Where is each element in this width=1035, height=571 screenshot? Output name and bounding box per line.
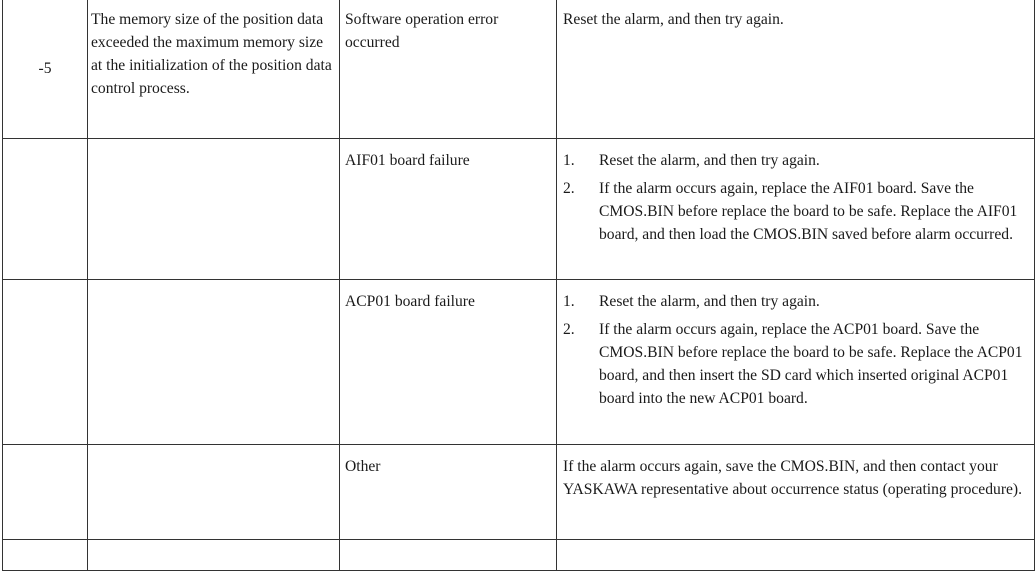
step-number: 2. — [563, 180, 575, 197]
remedy-step: 1. Reset the alarm, and then try again. — [563, 290, 1028, 313]
step-text: If the alarm occurs again, replace the A… — [599, 321, 1023, 407]
alarm-sub-code: -5 — [2, 0, 88, 139]
remedy-cell: If the alarm occurs again, save the CMOS… — [556, 444, 1035, 540]
table-row: Other If the alarm occurs again, save th… — [2, 444, 1035, 540]
alarm-sub-code — [2, 138, 88, 280]
step-text: Reset the alarm, and then try again. — [599, 293, 820, 310]
remedy-cell: 1. Reset the alarm, and then try again. … — [556, 279, 1035, 445]
cause-cell: The memory size of the position data exc… — [87, 0, 340, 139]
alarm-sub-code — [2, 444, 88, 540]
alarm-sub-code — [2, 539, 88, 571]
step-number: 1. — [563, 293, 575, 310]
table-row — [2, 539, 1035, 571]
table-row: -5 The memory size of the position data … — [2, 0, 1035, 139]
table-row: ACP01 board failure 1. Reset the alarm, … — [2, 279, 1035, 445]
remedy-step: 1. Reset the alarm, and then try again. — [563, 149, 1028, 172]
table-row: AIF01 board failure 1. Reset the alarm, … — [2, 138, 1035, 280]
remedy-step: 2. If the alarm occurs again, replace th… — [563, 318, 1028, 410]
step-number: 2. — [563, 321, 575, 338]
cause-cell — [87, 444, 340, 540]
remedy-cell: Reset the alarm, and then try again. — [556, 0, 1035, 139]
step-number: 1. — [563, 152, 575, 169]
failure-type-cell: Software operation error occurred — [339, 0, 557, 139]
failure-type-cell: AIF01 board failure — [339, 138, 557, 280]
failure-type-cell — [339, 539, 557, 571]
failure-type-cell: Other — [339, 444, 557, 540]
remedy-cell — [556, 539, 1035, 571]
cause-cell — [87, 138, 340, 280]
cause-cell — [87, 539, 340, 571]
remedy-cell: 1. Reset the alarm, and then try again. … — [556, 138, 1035, 280]
cause-cell — [87, 279, 340, 445]
alarm-sub-code — [2, 279, 88, 445]
remedy-step: 2. If the alarm occurs again, replace th… — [563, 177, 1028, 246]
step-text: If the alarm occurs again, replace the A… — [599, 180, 1018, 243]
failure-type-cell: ACP01 board failure — [339, 279, 557, 445]
step-text: Reset the alarm, and then try again. — [599, 152, 820, 169]
